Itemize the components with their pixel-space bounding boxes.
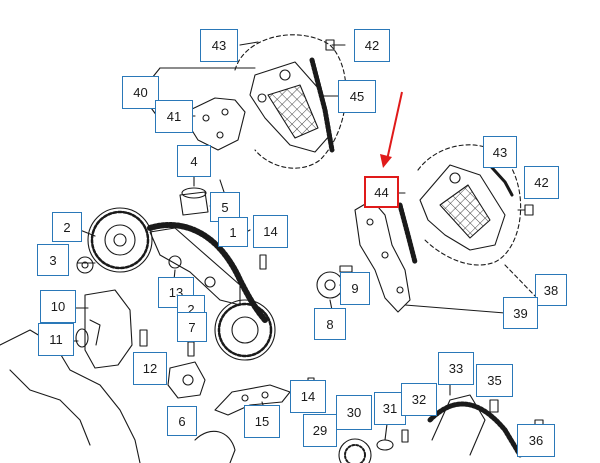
main-timing-chain: [147, 222, 268, 323]
callout-2-left[interactable]: 2: [52, 212, 82, 242]
bottom-sprocket: [338, 438, 372, 463]
callout-38[interactable]: 38: [535, 274, 567, 306]
right-bracket-plate: [354, 199, 411, 313]
callout-29[interactable]: 29: [303, 414, 337, 447]
callout-31[interactable]: 31: [374, 392, 406, 425]
highlight-arrow: [380, 91, 403, 168]
lower-right-chain: [427, 401, 523, 458]
callout-40[interactable]: 40: [122, 76, 159, 109]
callout-10[interactable]: 10: [40, 290, 76, 323]
callout-6[interactable]: 6: [167, 406, 197, 436]
tensioner-rail: [214, 384, 291, 416]
callout-4[interactable]: 4: [177, 145, 211, 177]
callout-33[interactable]: 33: [438, 352, 474, 385]
upper-bracket-plate: [187, 97, 246, 151]
left-sprocket-outer: [87, 207, 153, 273]
callout-32[interactable]: 32: [401, 383, 437, 416]
callout-1[interactable]: 1: [218, 217, 248, 247]
callout-7[interactable]: 7: [177, 312, 207, 342]
callout-14-upper[interactable]: 14: [253, 215, 288, 248]
callout-35[interactable]: 35: [476, 364, 513, 397]
callout-3[interactable]: 3: [37, 244, 69, 276]
right-cover-outline: [417, 144, 522, 266]
right-chain: [397, 202, 418, 265]
center-sprocket-outer: [214, 299, 276, 361]
callout-42-right[interactable]: 42: [524, 166, 559, 199]
callout-36[interactable]: 36: [517, 424, 555, 457]
callout-44-highlighted[interactable]: 44: [364, 176, 399, 208]
callout-42-upper[interactable]: 42: [354, 29, 390, 62]
callout-41[interactable]: 41: [155, 100, 193, 133]
engine-block-outline: [0, 329, 141, 463]
o-ring: [75, 328, 89, 348]
right-chain-guide: [419, 164, 506, 251]
tensioner-housing: [84, 289, 133, 369]
callout-45[interactable]: 45: [338, 80, 376, 113]
callout-12[interactable]: 12: [133, 352, 167, 385]
callout-43-upper[interactable]: 43: [200, 29, 238, 62]
callout-43-right[interactable]: 43: [483, 136, 517, 168]
callout-8[interactable]: 8: [314, 308, 346, 340]
upper-chain: [309, 57, 335, 153]
callout-14-lower[interactable]: 14: [290, 380, 326, 413]
callout-9[interactable]: 9: [340, 272, 370, 305]
idler-bracket: [167, 361, 206, 399]
callout-39[interactable]: 39: [503, 297, 538, 329]
washer: [76, 256, 94, 274]
upper-chain-guide: [249, 61, 331, 153]
callout-11[interactable]: 11: [38, 323, 74, 356]
callout-15[interactable]: 15: [244, 405, 280, 438]
callout-30[interactable]: 30: [336, 395, 372, 430]
